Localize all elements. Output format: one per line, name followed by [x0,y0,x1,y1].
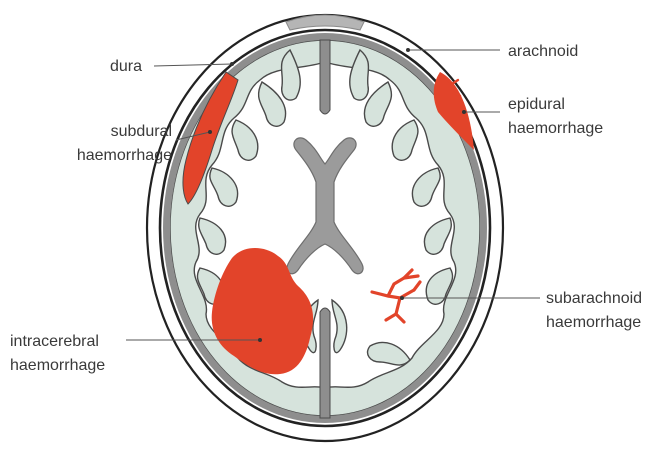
label-intracerebral-2: haemorrhage [10,357,105,374]
label-subarachnoid-1: subarachnoid [546,290,642,307]
fissure-anterior [320,40,330,114]
label-arachnoid: arachnoid [508,43,578,60]
label-epidural-1: epidural [508,96,565,113]
fissure-posterior [320,308,330,418]
label-subarachnoid-2: haemorrhage [546,314,641,331]
label-epidural-2: haemorrhage [508,120,603,137]
label-intracerebral-1: intracerebral [10,333,99,350]
label-subdural-1: subdural [111,123,172,140]
label-dura: dura [110,58,142,75]
label-subdural-2: haemorrhage [77,147,172,164]
